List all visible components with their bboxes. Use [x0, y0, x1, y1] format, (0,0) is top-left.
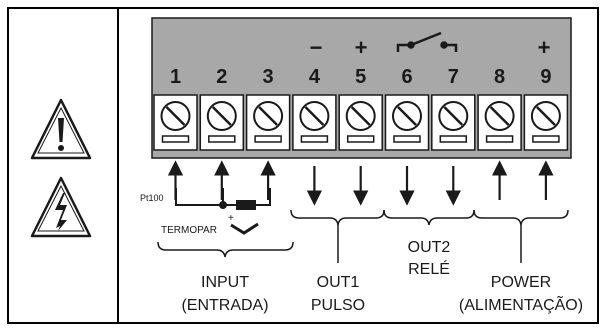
- terminal-number-2: 2: [216, 66, 227, 88]
- terminal-number-7: 7: [448, 66, 459, 88]
- thermocouple-plus: +: [228, 213, 234, 224]
- terminal-number-1: 1: [170, 66, 181, 88]
- pt100-resistor-symbol: [236, 200, 256, 210]
- terminal-numbers: 1 2 3 4 5 6 7 8 9: [170, 66, 552, 88]
- electric-hazard-icon: [30, 176, 92, 238]
- input-bracket: [157, 241, 294, 258]
- terminal-number-9: 9: [540, 66, 551, 88]
- warning-exclamation-icon: [30, 98, 92, 160]
- input-label: INPUT: [201, 274, 249, 291]
- frame-divider: [117, 7, 119, 324]
- terminal-number-4: 4: [309, 66, 321, 88]
- plus-sign-power: +: [538, 35, 551, 60]
- pt100-label: Pt100: [140, 193, 164, 203]
- terminal-arrows: [167, 160, 554, 206]
- terminal-number-3: 3: [263, 66, 274, 88]
- minus-sign: −: [310, 35, 323, 60]
- terminal-3: [245, 94, 291, 151]
- input-wiring: [175, 188, 271, 209]
- input-label-sub: (ENTRADA): [181, 297, 268, 314]
- terminal-cells: [153, 94, 569, 151]
- power-label: POWER: [491, 274, 551, 291]
- termopar-label: TERMOPAR: [161, 225, 217, 236]
- out1-label: OUT1: [317, 274, 360, 291]
- terminal-9: [523, 94, 569, 151]
- out2-label-sub: RELÉ: [408, 259, 450, 278]
- power-label-sub: (ALIMENTAÇÃO): [459, 294, 583, 314]
- terminal-8: [477, 94, 522, 151]
- terminal-number-8: 8: [494, 66, 505, 88]
- thermocouple-symbol: [230, 222, 259, 235]
- terminal-5: [338, 94, 383, 151]
- terminal-2: [199, 94, 245, 151]
- out2-label: OUT2: [408, 239, 451, 256]
- out2-bracket: [383, 209, 475, 226]
- out1-label-sub: PULSO: [311, 297, 365, 314]
- terminal-number-5: 5: [355, 66, 366, 88]
- terminal-7: [431, 94, 476, 151]
- power-bracket: [473, 209, 569, 226]
- group-brackets: [157, 209, 569, 258]
- terminal-number-6: 6: [401, 66, 412, 88]
- terminal-4: [292, 94, 337, 151]
- plus-sign-out1: +: [355, 35, 368, 60]
- out1-bracket: [290, 209, 385, 226]
- terminal-6: [384, 94, 430, 151]
- relay-contact-symbol: [396, 31, 458, 52]
- terminal-1: [153, 94, 198, 151]
